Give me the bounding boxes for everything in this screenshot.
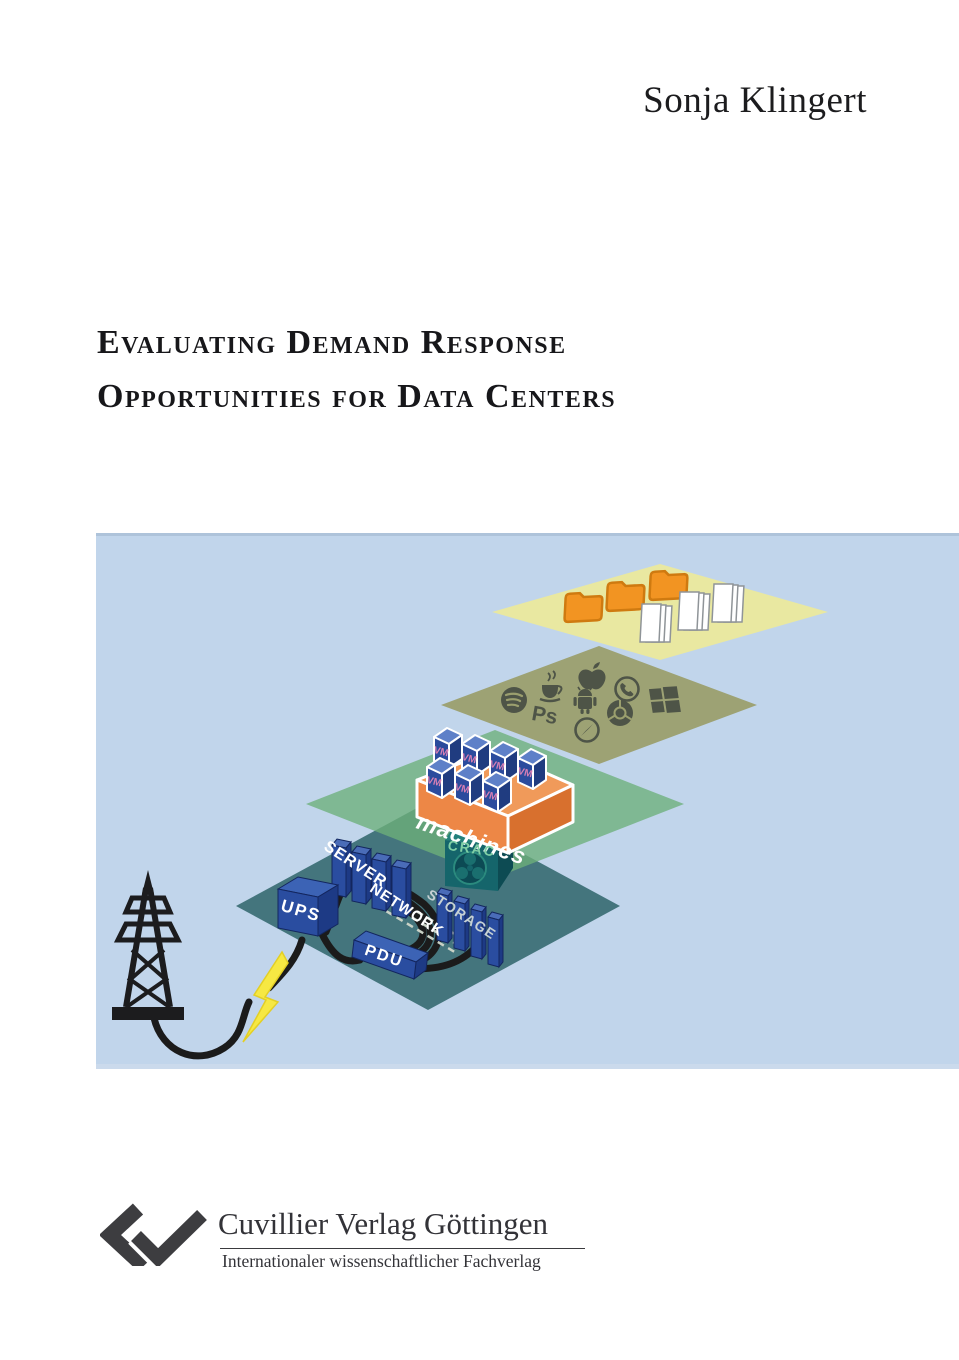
fan-icon [453, 851, 487, 885]
folder-icon [648, 569, 689, 602]
chrome-icon [607, 700, 633, 726]
title-line-1: Evaluating Demand Response [97, 324, 567, 361]
apple-icon [578, 662, 606, 690]
publisher-subtitle: Internationaler wissenschaftlicher Fachv… [222, 1251, 541, 1271]
author-name: Sonja Klingert [643, 80, 867, 121]
publisher-logo [98, 1203, 210, 1274]
pdu-box [351, 930, 430, 981]
document-stack-icon [639, 603, 673, 643]
spotify-icon [501, 687, 527, 713]
server-racks [331, 838, 412, 920]
app-icons [501, 662, 681, 743]
document-stack-icon [711, 583, 745, 623]
safari-icon [574, 717, 600, 743]
folder-icon [563, 591, 604, 624]
publisher-block: Cuvillier Verlag Göttingen International… [98, 1200, 620, 1280]
document-stack-icon [677, 591, 711, 631]
java-icon [539, 670, 563, 703]
android-icon [573, 686, 597, 714]
windows-icon [648, 686, 681, 713]
storage-racks [436, 887, 504, 969]
folder-icon [605, 580, 646, 613]
ups-box [276, 876, 340, 937]
publisher-name: Cuvillier Verlag Göttingen [218, 1206, 549, 1241]
cover-illustration: machines SERVER NETWORK STORAGE UPS PDU … [96, 533, 959, 1069]
document-stack-icons [639, 583, 745, 643]
title-line-2: Opportunities for Data Centers [97, 378, 617, 415]
illustration-art [112, 569, 745, 1060]
vm-cubes [426, 727, 547, 813]
book-title: Evaluating Demand Response Opportunities… [97, 316, 616, 424]
folder-icons [563, 569, 689, 624]
lightning-bolt-icon [242, 950, 289, 1043]
whatsapp-icon [614, 676, 640, 702]
transmission-tower-icon [112, 870, 184, 1020]
publisher-divider [220, 1248, 585, 1249]
photoshop-icon-label: Ps [530, 702, 560, 730]
